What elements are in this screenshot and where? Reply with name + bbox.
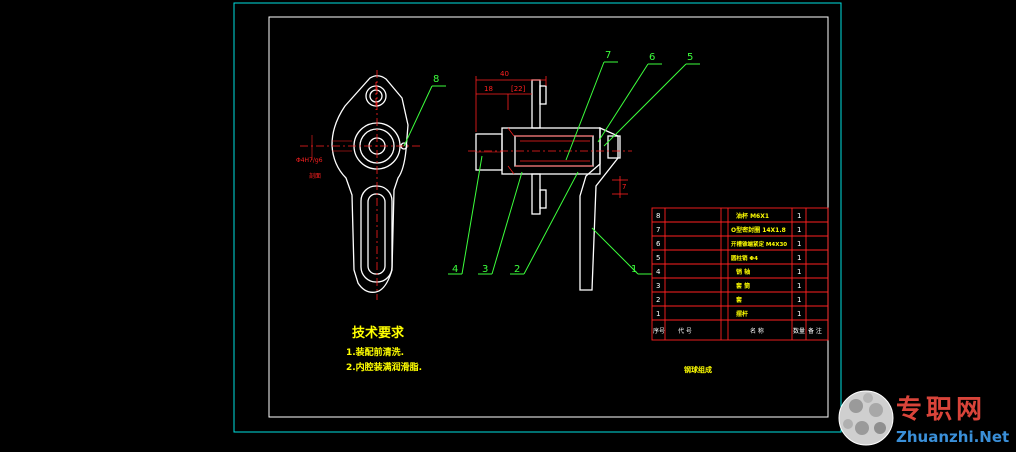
bom-row-name: 套 筒	[736, 282, 750, 290]
tech-requirement-1: 1.装配前清洗.	[346, 346, 404, 358]
section-hatch	[507, 127, 593, 175]
callout-3: 3	[482, 264, 488, 275]
bom-row-qty: 1	[797, 226, 801, 234]
callout-7: 7	[605, 50, 611, 61]
outer-sheet-frame	[233, 2, 842, 433]
dimension-lines	[475, 76, 628, 198]
bom-row-name: 套	[736, 296, 742, 304]
callout-6: 6	[649, 52, 655, 63]
bom-header-name: 名 称	[750, 327, 764, 335]
bom-row-no: 4	[656, 268, 661, 276]
tech-requirement-2: 2.内腔装满润滑脂.	[346, 361, 422, 373]
dim-22: [22]	[511, 85, 526, 93]
bom-row-name: O型密封圈 14X1.8	[731, 226, 786, 234]
lever-front-view	[331, 75, 409, 293]
bom-row-qty: 1	[797, 254, 801, 262]
bom-row-name: 摆杆	[736, 310, 748, 318]
bom-row-name: 圆柱销 Φ4	[731, 254, 758, 262]
dim-40: 40	[500, 70, 509, 78]
bom-header-qty: 数量	[793, 327, 805, 335]
bom-row-no: 7	[656, 226, 660, 234]
bom-row-no: 6	[656, 240, 661, 248]
lever-centerlines	[300, 70, 420, 300]
callout-8: 8	[433, 74, 439, 85]
bom-row-qty: 1	[797, 296, 801, 304]
bom-rows: 8 油杯 M6X1 1 7 O型密封圈 14X1.8 1 6 开槽锥端紧定 M4…	[653, 212, 822, 335]
callout-1: 1	[631, 264, 637, 275]
fit-tolerance-label: Φ4H7/g6	[296, 157, 323, 164]
bom-header-code: 代 号	[678, 327, 692, 335]
leaders-bottom	[448, 155, 652, 275]
bom-row-qty: 1	[797, 310, 801, 318]
bom-table	[651, 207, 829, 341]
bom-row-no: 1	[656, 310, 660, 318]
watermark-cn: 专职网	[896, 395, 986, 425]
bom-row-no: 3	[656, 282, 660, 290]
bom-row-no: 2	[656, 296, 660, 304]
section-hatch-left	[311, 135, 352, 160]
leader-8	[403, 85, 446, 147]
callout-2: 2	[514, 264, 520, 275]
dim-7: 7	[622, 183, 626, 191]
section-label: 剖面	[309, 172, 321, 180]
bom-row-name: 油杯 M6X1	[736, 212, 769, 220]
bom-row-no: 5	[656, 254, 660, 262]
bom-header-note: 备 注	[808, 327, 822, 335]
bom-header-no: 序号	[653, 327, 665, 335]
bom-row-qty: 1	[797, 212, 801, 220]
bom-row-no: 8	[656, 212, 660, 220]
bom-row-name: 销 轴	[736, 268, 750, 276]
tech-requirements-title: 技术要求	[352, 325, 405, 341]
assembly-name: 钢球组成	[684, 365, 712, 374]
assembly-section-view	[475, 79, 621, 291]
bom-row-qty: 1	[797, 240, 801, 248]
watermark-en: Zhuanzhi.Net	[896, 428, 1009, 446]
leaders-top	[565, 61, 700, 161]
watermark-logo	[838, 390, 894, 446]
bom-row-name: 开槽锥端紧定 M4X30	[731, 240, 787, 248]
bom-row-qty: 1	[797, 282, 801, 290]
bom-row-qty: 1	[797, 268, 801, 276]
dim-18: 18	[484, 85, 493, 93]
callout-4: 4	[452, 264, 458, 275]
callout-5: 5	[687, 52, 693, 63]
